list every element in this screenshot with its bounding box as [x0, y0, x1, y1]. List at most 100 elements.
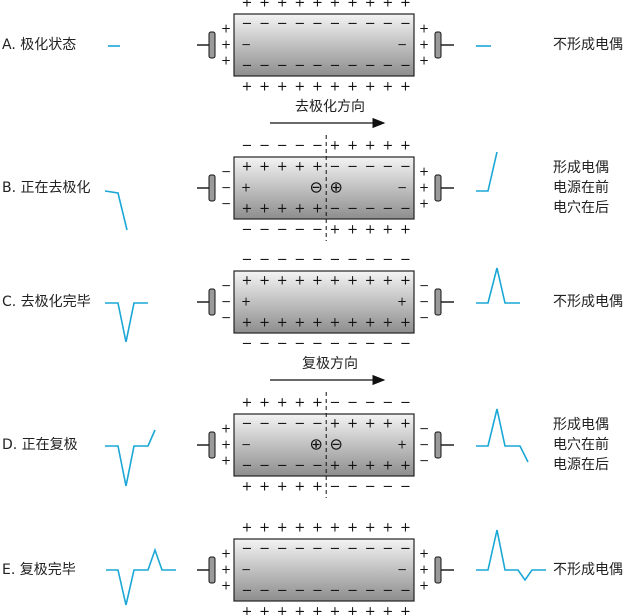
outer-charge-bottom: +	[347, 223, 358, 238]
inner-charge-top: +	[259, 160, 270, 175]
outer-charge-top: +	[347, 139, 358, 154]
right-end-outer-charge: −	[419, 438, 429, 452]
outer-charge-bottom: +	[347, 80, 358, 95]
inner-charge-top: +	[312, 160, 323, 175]
inner-charge-bottom: −	[312, 459, 323, 474]
status-text: 不形成电偶	[553, 294, 623, 310]
outer-charge-top: −	[259, 139, 270, 154]
outer-charge-top: +	[347, 0, 358, 11]
inner-charge-bottom: +	[277, 316, 288, 331]
inner-charge-bottom: −	[294, 584, 305, 599]
inner-charge-bottom: −	[242, 59, 253, 74]
inner-charge-top: −	[365, 160, 376, 175]
outer-charge-top: +	[242, 396, 253, 411]
outer-charge-bottom: +	[294, 480, 305, 495]
inner-charge-top: −	[400, 17, 411, 32]
outer-charge-top: −	[400, 253, 411, 268]
outer-charge-bottom: −	[277, 223, 288, 238]
left-end-outer-charge: +	[221, 454, 231, 468]
row-label: A. 极化状态	[2, 37, 76, 53]
inner-charge-bottom: +	[294, 202, 305, 217]
status-text: 电源在后	[553, 457, 609, 473]
right-end-outer-charge: +	[419, 38, 429, 52]
cell-body	[233, 156, 415, 220]
outer-charge-top: +	[330, 521, 341, 536]
inner-charge-bottom: +	[312, 202, 323, 217]
inner-charge-top: −	[294, 417, 305, 432]
inner-charge-top: +	[312, 274, 323, 289]
inner-charge-top: −	[242, 542, 253, 557]
outer-charge-bottom: −	[330, 480, 341, 495]
status-text: 不形成电偶	[553, 562, 623, 578]
left-end-outer-charge: −	[221, 295, 231, 309]
outer-charge-bottom: +	[347, 605, 358, 615]
electrode-icon	[208, 556, 216, 584]
inner-charge-bottom: +	[347, 316, 358, 331]
outer-charge-top: −	[242, 253, 253, 268]
left-end-inner-charge: −	[241, 438, 251, 452]
inner-charge-bottom: −	[347, 202, 358, 217]
outer-charge-bottom: +	[242, 605, 253, 615]
outer-charge-top: −	[330, 396, 341, 411]
electrode-icon	[208, 431, 216, 459]
left-end-outer-charge: −	[221, 311, 231, 325]
right-end-outer-charge: +	[419, 181, 429, 195]
outer-charge-top: +	[330, 0, 341, 11]
inner-charge-bottom: −	[277, 59, 288, 74]
outer-charge-top: +	[382, 139, 393, 154]
circled-minus-icon: ⊖	[309, 178, 322, 197]
inner-charge-bottom: −	[277, 459, 288, 474]
outer-charge-top: +	[330, 139, 341, 154]
outer-charge-top: +	[277, 0, 288, 11]
outer-charge-bottom: −	[259, 337, 270, 352]
outer-charge-bottom: +	[382, 80, 393, 95]
outer-charge-top: −	[365, 253, 376, 268]
outer-charge-bottom: +	[400, 223, 411, 238]
outer-charge-top: −	[277, 139, 288, 154]
right-end-inner-charge: +	[397, 295, 407, 309]
inner-charge-bottom: −	[347, 59, 358, 74]
waveform-left	[105, 302, 148, 343]
outer-charge-bottom: +	[259, 480, 270, 495]
inner-charge-top: −	[347, 542, 358, 557]
outer-charge-top: −	[312, 253, 323, 268]
left-end-outer-charge: +	[221, 54, 231, 68]
inner-charge-top: −	[277, 17, 288, 32]
electrode-icon	[208, 31, 216, 59]
circled-plus-icon: ⊕	[329, 178, 342, 197]
outer-charge-top: −	[330, 253, 341, 268]
outer-charge-bottom: +	[330, 223, 341, 238]
outer-charge-bottom: +	[330, 605, 341, 615]
waveform-right	[476, 408, 529, 463]
waveform-right	[476, 529, 546, 582]
outer-charge-top: −	[277, 253, 288, 268]
outer-charge-bottom: +	[382, 223, 393, 238]
outer-charge-top: −	[400, 396, 411, 411]
right-end-outer-charge: +	[419, 165, 429, 179]
status-text: 电穴在前	[553, 436, 609, 453]
outer-charge-top: +	[294, 521, 305, 536]
inner-charge-top: +	[242, 160, 253, 175]
outer-charge-top: +	[365, 0, 376, 11]
outer-charge-bottom: +	[242, 80, 253, 95]
inner-charge-top: −	[277, 417, 288, 432]
inner-charge-top: +	[400, 274, 411, 289]
outer-charge-bottom: −	[347, 480, 358, 495]
inner-charge-bottom: −	[294, 459, 305, 474]
cell-body	[233, 413, 415, 477]
outer-charge-top: −	[259, 253, 270, 268]
outer-charge-bottom: −	[312, 337, 323, 352]
waveform-right	[476, 151, 498, 192]
outer-charge-bottom: +	[242, 480, 253, 495]
outer-charge-top: +	[294, 396, 305, 411]
outer-charge-bottom: +	[259, 80, 270, 95]
inner-charge-bottom: −	[382, 59, 393, 74]
inner-charge-top: +	[259, 274, 270, 289]
left-end-outer-charge: +	[221, 438, 231, 452]
right-end-inner-charge: +	[397, 438, 407, 452]
row-label: E. 复极完毕	[2, 561, 76, 578]
inner-charge-top: +	[330, 274, 341, 289]
direction-label: 复极方向	[302, 355, 358, 372]
inner-charge-top: −	[312, 417, 323, 432]
